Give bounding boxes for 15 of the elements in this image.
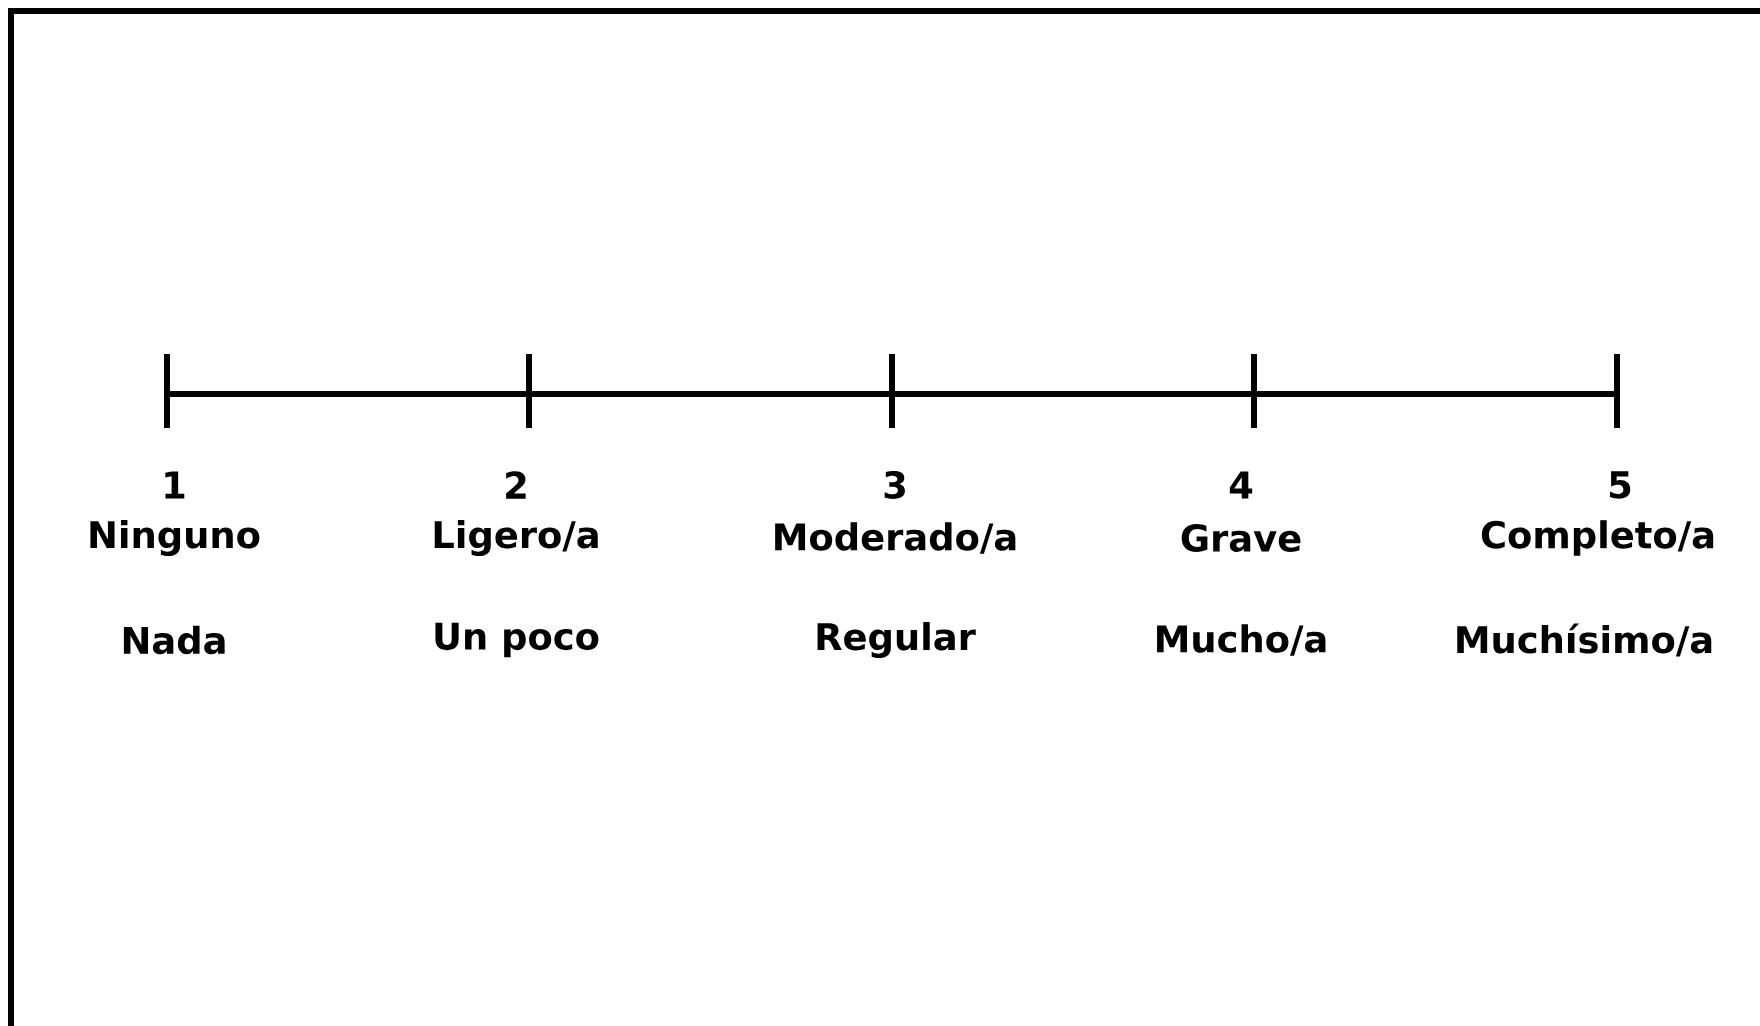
scale-label: Muchísimo/a xyxy=(1457,623,1712,657)
scale-number: 4 xyxy=(1229,471,1253,499)
scale-label: Un poco xyxy=(435,622,599,658)
scale-number: 2 xyxy=(506,471,526,499)
scale-label: Ligero/a xyxy=(434,520,598,556)
scale-label: Regular xyxy=(817,622,976,658)
scale-number: 1 xyxy=(165,471,185,499)
scale-label: Completo/a xyxy=(1481,520,1714,556)
scale-label: Moderado/a xyxy=(775,522,1016,554)
scale-label: Mucho/a xyxy=(1157,624,1326,656)
scale-label: Ninguno xyxy=(90,520,260,556)
scale-number: 5 xyxy=(1610,471,1631,499)
scale-label: Grave xyxy=(1181,524,1301,552)
scale-label: Nada xyxy=(123,625,225,655)
scale-number: 3 xyxy=(884,471,905,499)
